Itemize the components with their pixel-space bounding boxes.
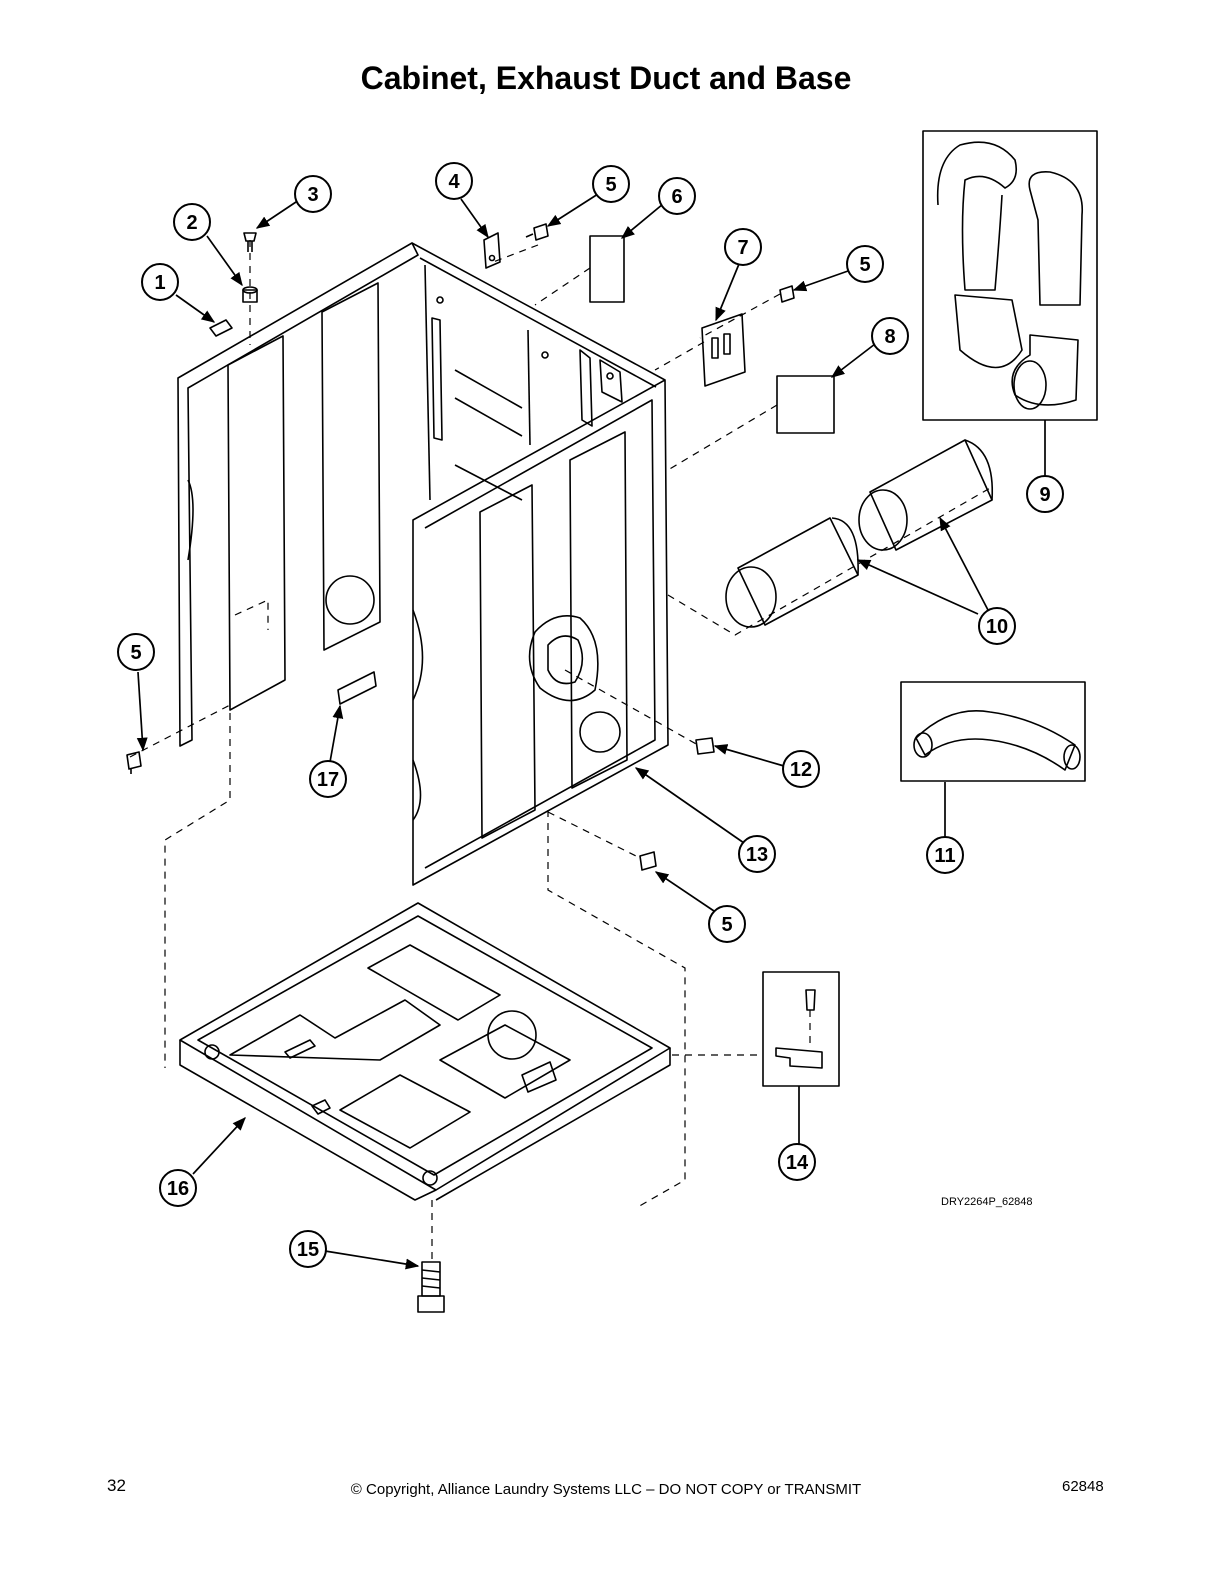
right-side-panel: [325, 379, 669, 886]
svg-text:6: 6: [671, 186, 682, 208]
callout-5-bottom: 5: [708, 905, 746, 943]
callout-16: 16: [159, 1169, 197, 1207]
screw-right: [779, 285, 795, 303]
page-title: Cabinet, Exhaust Duct and Base: [360, 60, 852, 96]
label-17: [337, 671, 377, 705]
svg-text:7: 7: [737, 237, 748, 259]
left-side-panel: [177, 242, 666, 747]
copyright-notice: © Copyright, Alliance Laundry Systems LL…: [350, 1481, 862, 1498]
flex-hose: [900, 681, 1086, 782]
callout-11: 11: [926, 836, 964, 874]
svg-text:3: 3: [307, 184, 318, 206]
svg-text:5: 5: [605, 174, 616, 196]
svg-text:8: 8: [884, 326, 895, 348]
callout-1: 1: [141, 263, 179, 301]
base-pan: [179, 902, 671, 1201]
callout-8: 8: [871, 317, 909, 355]
callout-5-left: 5: [117, 633, 155, 671]
exhaust-duct-tubes: [725, 439, 994, 628]
svg-text:4: 4: [448, 171, 460, 193]
screw-left: [126, 751, 142, 774]
label-plate-6: [589, 235, 625, 303]
callout-3: 3: [294, 175, 332, 213]
screw-bottom: [639, 851, 657, 871]
callout-2: 2: [173, 203, 211, 241]
svg-text:5: 5: [130, 642, 141, 664]
svg-text:5: 5: [859, 254, 870, 276]
leveling-bracket: [762, 971, 840, 1087]
rear-panel: [424, 264, 623, 501]
svg-text:12: 12: [790, 759, 812, 781]
bumper: [209, 319, 233, 337]
callout-17: 17: [309, 760, 347, 798]
label-plate-8: [776, 375, 835, 434]
svg-text:17: 17: [317, 769, 339, 791]
leveling-leg: [417, 1261, 445, 1313]
svg-text:5: 5: [721, 914, 732, 936]
svg-text:2: 2: [186, 212, 197, 234]
callout-4: 4: [435, 162, 473, 200]
flex-duct-kit: [922, 130, 1098, 421]
document-number: 62848: [1062, 1478, 1104, 1495]
callout-7: 7: [724, 228, 762, 266]
callout-14: 14: [778, 1143, 816, 1181]
callout-13: 13: [738, 835, 776, 873]
leader-lines: [136, 193, 1046, 1270]
svg-text:10: 10: [986, 616, 1008, 638]
screw-12: [695, 737, 715, 755]
svg-text:1: 1: [154, 272, 165, 294]
page-number: 32: [107, 1476, 126, 1495]
assembly-lines: [129, 240, 993, 1260]
callout-15: 15: [289, 1230, 327, 1268]
drawing-reference: DRY2264P_62848: [941, 1196, 1033, 1208]
screw-top: [525, 223, 549, 241]
callout-12: 12: [782, 750, 820, 788]
svg-text:15: 15: [297, 1239, 319, 1261]
svg-text:16: 16: [167, 1178, 189, 1200]
svg-text:11: 11: [934, 845, 955, 867]
svg-text:14: 14: [786, 1152, 809, 1174]
vent-cover: [701, 313, 746, 387]
svg-text:9: 9: [1039, 484, 1050, 506]
callout-6: 6: [658, 177, 696, 215]
top-screw: [243, 232, 257, 252]
bracket: [483, 232, 501, 269]
callout-9: 9: [1026, 475, 1064, 513]
callout-5-right: 5: [846, 245, 884, 283]
svg-text:13: 13: [746, 844, 768, 866]
callout-5-top: 5: [592, 165, 630, 203]
callout-10: 10: [978, 607, 1016, 645]
